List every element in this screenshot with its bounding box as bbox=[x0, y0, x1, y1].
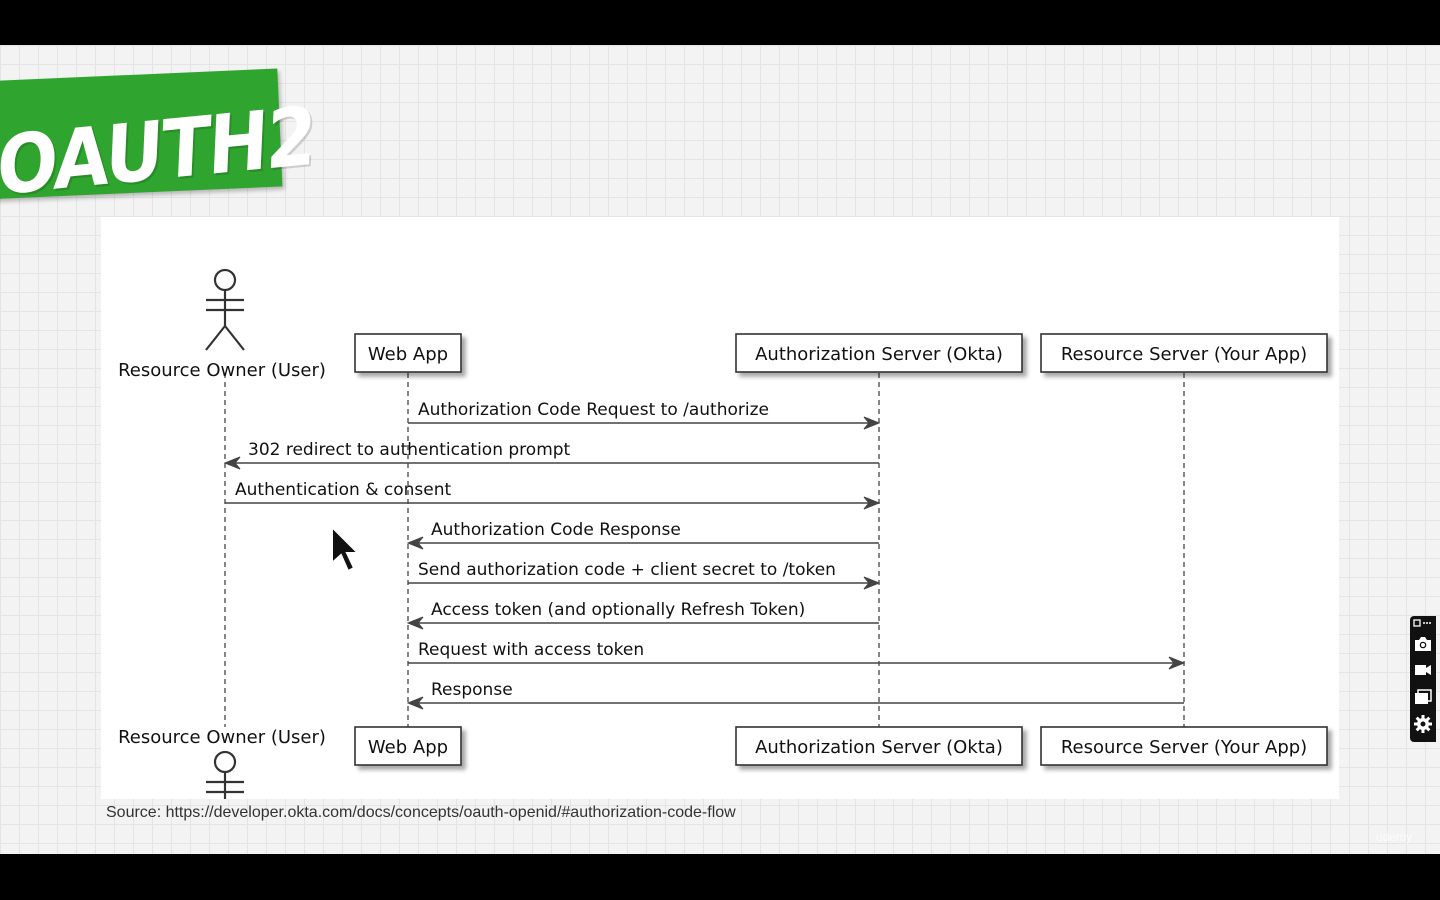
actor-icon-user-bottom bbox=[206, 750, 244, 799]
participant-webapp-top: Web App bbox=[354, 333, 462, 373]
video-camera-icon[interactable] bbox=[1413, 660, 1433, 680]
participant-webapp-top-label: Web App bbox=[368, 344, 448, 365]
arrowhead-icon bbox=[863, 496, 881, 510]
arrowhead-icon bbox=[863, 576, 881, 590]
mouse-cursor-icon bbox=[330, 524, 361, 577]
message-label: 302 redirect to authentication prompt bbox=[248, 440, 571, 460]
participant-webapp-bottom: Web App bbox=[354, 726, 462, 766]
participant-resource-top: Resource Server (Your App) bbox=[1040, 333, 1328, 373]
participant-webapp-bottom-label: Web App bbox=[368, 737, 448, 758]
actor-icon-user-top bbox=[205, 268, 245, 351]
arrowhead-icon bbox=[406, 696, 424, 710]
arrowhead-icon bbox=[406, 536, 424, 550]
message-label: Authorization Code Request to /authorize bbox=[418, 400, 769, 420]
title-banner: OAUTH2 bbox=[0, 68, 316, 214]
slide-title: OAUTH2 bbox=[0, 88, 317, 214]
arrowhead-icon bbox=[863, 416, 881, 430]
participant-resource-bottom: Resource Server (Your App) bbox=[1040, 726, 1328, 766]
participant-resource-top-label: Resource Server (Your App) bbox=[1061, 344, 1307, 365]
message-1: Authorization Code Request to /authorize bbox=[408, 400, 881, 430]
message-4: Authorization Code Response bbox=[406, 520, 879, 550]
message-label: Authentication & consent bbox=[235, 480, 451, 500]
participant-resource-bottom-label: Resource Server (Your App) bbox=[1061, 737, 1307, 758]
arrowhead-icon bbox=[223, 456, 241, 470]
slide: OAUTH2 Authorization Code Request to /au… bbox=[0, 45, 1440, 854]
participant-authz-top-label: Authorization Server (Okta) bbox=[755, 344, 1003, 365]
camera-icon[interactable] bbox=[1413, 634, 1433, 654]
message-8: Response bbox=[406, 680, 1184, 710]
message-label: Access token (and optionally Refresh Tok… bbox=[431, 600, 805, 620]
message-7: Request with access token bbox=[408, 640, 1186, 670]
message-label: Request with access token bbox=[418, 640, 644, 660]
arrowhead-icon bbox=[406, 616, 424, 630]
sequence-diagram-panel: Authorization Code Request to /authorize… bbox=[101, 217, 1339, 799]
message-6: Access token (and optionally Refresh Tok… bbox=[406, 600, 879, 630]
message-5: Send authorization code + client secret … bbox=[408, 560, 881, 590]
window-icon[interactable] bbox=[1413, 687, 1433, 707]
source-caption: Source: https://developer.okta.com/docs/… bbox=[106, 804, 736, 821]
participant-user-top-label: Resource Owner (User) bbox=[118, 360, 326, 381]
message-label: Authorization Code Response bbox=[431, 520, 681, 540]
arrowhead-icon bbox=[1168, 656, 1186, 670]
participant-authz-top: Authorization Server (Okta) bbox=[735, 333, 1023, 373]
message-label: Response bbox=[431, 680, 513, 700]
udemy-watermark: udemy bbox=[1376, 830, 1413, 844]
participant-user-bottom-label: Resource Owner (User) bbox=[118, 727, 326, 748]
pip-icon[interactable] bbox=[1413, 616, 1433, 630]
message-3: Authentication & consent bbox=[225, 480, 881, 510]
gear-icon[interactable] bbox=[1413, 714, 1433, 734]
message-label: Send authorization code + client secret … bbox=[418, 560, 836, 580]
video-side-toolbar bbox=[1410, 616, 1436, 742]
message-2: 302 redirect to authentication prompt bbox=[223, 440, 879, 470]
participant-authz-bottom: Authorization Server (Okta) bbox=[735, 726, 1023, 766]
participant-authz-bottom-label: Authorization Server (Okta) bbox=[755, 737, 1003, 758]
sequence-diagram: Authorization Code Request to /authorize… bbox=[118, 268, 1328, 799]
